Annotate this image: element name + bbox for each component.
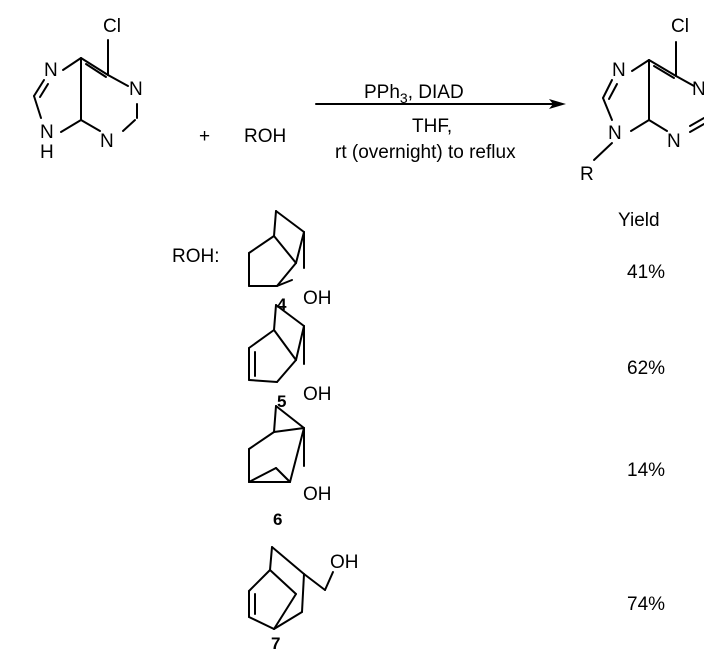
reactant-cl-label: Cl — [103, 16, 121, 37]
compound-7-oh: OH — [330, 552, 359, 573]
structure-norbornenol — [248, 304, 305, 383]
compound-6-oh: OH — [303, 484, 332, 505]
compound-number-5: 5 — [277, 392, 286, 411]
reactant-n7-label: N — [44, 60, 58, 81]
yield-value-6: 14% — [627, 460, 665, 481]
compound-number-6: 6 — [273, 510, 282, 529]
reactant-6-chloropurine: Cl N N N N H — [33, 16, 143, 163]
reactant-n1-label: N — [129, 79, 143, 100]
product-r-label: R — [580, 164, 594, 185]
conditions-diad: , DIAD — [408, 82, 464, 103]
reactant-n9-label: N — [40, 122, 54, 143]
reactant-n3-label: N — [100, 131, 114, 152]
structure-norborneol — [248, 210, 305, 287]
conditions-pph-subscript: 3 — [400, 90, 408, 106]
compound-number-4: 4 — [277, 295, 287, 314]
product-9-alkyl-6-chloropurine: Cl N N N N R — [580, 16, 704, 185]
product-cl-label: Cl — [671, 16, 689, 37]
compound-number-7: 7 — [271, 634, 280, 653]
yield-value-5: 62% — [627, 358, 665, 379]
reaction-arrow — [315, 99, 566, 109]
plus-sign: + — [199, 126, 210, 147]
product-n3-label: N — [667, 131, 681, 152]
yield-value-7: 74% — [627, 594, 665, 615]
structure-nortricyclanol — [248, 405, 305, 483]
reactant-nh-label: H — [40, 142, 54, 163]
compound-5-oh: OH — [303, 384, 332, 405]
structure-norbornene-methanol — [248, 546, 334, 630]
roh-row-label: ROH: — [172, 246, 220, 267]
product-n9-label: N — [608, 123, 622, 144]
product-n7-label: N — [612, 60, 626, 81]
product-n1-label: N — [692, 79, 704, 100]
yield-header: Yield — [618, 210, 660, 231]
conditions-line3: rt (overnight) to reflux — [335, 142, 516, 163]
conditions-pph: PPh — [364, 82, 400, 103]
conditions-line1: PPh3, DIAD — [364, 82, 464, 106]
reagent-roh: ROH — [244, 126, 286, 147]
conditions-line2: THF, — [412, 116, 452, 137]
yield-value-4: 41% — [627, 262, 665, 283]
compound-4-oh: OH — [303, 288, 332, 309]
